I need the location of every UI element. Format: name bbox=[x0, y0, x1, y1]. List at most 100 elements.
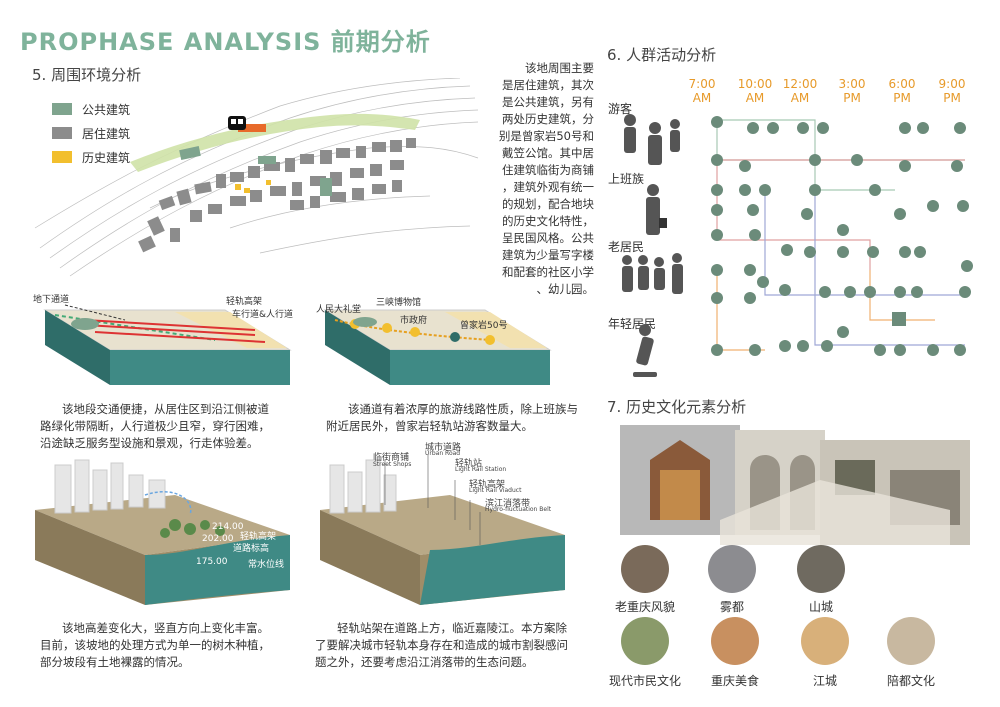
group-commuters: 上班族 bbox=[608, 172, 645, 186]
time-hour: 3:00 bbox=[838, 77, 866, 91]
time-ampm: AM bbox=[692, 91, 712, 105]
rail-station-cn: 轻轨站 bbox=[455, 459, 483, 469]
water-line-label: 常水位线 bbox=[248, 560, 285, 570]
circle-fog-city bbox=[708, 545, 756, 593]
rail-station-en: Light Rail Station bbox=[455, 466, 507, 473]
time-ampm: PM bbox=[843, 91, 861, 105]
diagram1-line: 该地段交通便捷，从居住区到沿江侧被道 bbox=[62, 402, 269, 416]
intro-line: 、幼儿园。 bbox=[536, 282, 595, 296]
tourist-route-diagram bbox=[323, 309, 552, 385]
section5-heading: 5. 周围环境分析 bbox=[32, 66, 142, 84]
circle-wartime-capital bbox=[887, 617, 935, 665]
street-shops-cn: 临街商铺 bbox=[373, 453, 410, 463]
hall-label: 人民大礼堂 bbox=[316, 305, 362, 315]
belt-en: Hydro-fluctuation Belt bbox=[485, 506, 552, 513]
belt-cn: 滨江消落带 bbox=[485, 499, 531, 509]
diagram1-text: 该地段交通便捷，从居住区到沿江侧被道 路绿化带隔断，人行道极少且窄，穿行困难， … bbox=[40, 401, 310, 452]
time-hour: 10:00 bbox=[737, 77, 773, 91]
intro-line: 两处历史建筑，分 bbox=[502, 112, 594, 126]
street-shops-en: Street Shops bbox=[373, 461, 412, 468]
section5-intro: 该地周围主要 是居住建筑，其次 是公共建筑，另有 两处历史建筑，分 别是曾家岩5… bbox=[484, 60, 594, 298]
intro-line: 的规划，配合地块 bbox=[502, 197, 594, 211]
caption-civic-culture: 现代市民文化 bbox=[608, 674, 681, 688]
govt-label: 市政府 bbox=[400, 316, 428, 326]
elevation-175: 175.00 bbox=[196, 557, 228, 567]
underpass-label: 地下通道 bbox=[33, 295, 70, 305]
activity-timeline bbox=[711, 116, 973, 356]
caption-river-city: 江城 bbox=[812, 674, 837, 688]
circle-food bbox=[711, 617, 759, 665]
time-ampm: PM bbox=[893, 91, 911, 105]
diagram2-line: 附近居民外，曾家岩轻轨站游客数量大。 bbox=[326, 419, 533, 433]
zengjiayan-label: 曾家岩50号 bbox=[460, 321, 508, 331]
intro-line: 该地周围主要 bbox=[525, 61, 594, 75]
road-elevation-label: 道路标高 bbox=[233, 544, 270, 554]
green-belt bbox=[130, 113, 420, 172]
public-swatch bbox=[52, 103, 72, 115]
rail-viaduct-label: 轻轨高架 bbox=[226, 297, 263, 307]
diagram4-line: 轻轨站架在道路上方，临近嘉陵江。本方案除 bbox=[337, 621, 567, 635]
legend-historic: 历史建筑 bbox=[52, 145, 130, 169]
section7-heading: 7. 历史文化元素分析 bbox=[607, 398, 747, 416]
activity-icons bbox=[711, 116, 973, 356]
circle-old-chongqing bbox=[621, 545, 669, 593]
rail-viaduct-cn: 轻轨高架 bbox=[469, 480, 506, 490]
museum-label: 三峡博物馆 bbox=[376, 298, 422, 308]
page-title: PROPHASE ANALYSIS 前期分析 bbox=[20, 28, 431, 56]
group-elderly: 老居民 bbox=[608, 240, 645, 254]
elevation-202: 202.00 bbox=[202, 534, 234, 544]
caption-old-chongqing: 老重庆风貌 bbox=[614, 600, 675, 614]
legend-historic-label: 历史建筑 bbox=[82, 150, 131, 165]
intro-line: ，建筑外观有统一 bbox=[502, 180, 594, 194]
elevation-diagram bbox=[35, 459, 290, 605]
light-rail-section-diagram bbox=[320, 455, 565, 605]
time-ampm: AM bbox=[790, 91, 810, 105]
circle-mountain-city bbox=[797, 545, 845, 593]
circle-river-city bbox=[801, 617, 849, 665]
time-hour: 9:00 bbox=[938, 77, 966, 91]
diagram4-line: 了要解决城市轻轨本身存在和造成的城市割裂感问 bbox=[315, 638, 568, 652]
legend-public-label: 公共建筑 bbox=[82, 102, 131, 117]
intro-line: 是居住建筑，其次 bbox=[502, 78, 594, 92]
diagram4-line: 题之外，还要考虑沿江消落带的生态问题。 bbox=[315, 655, 534, 669]
historic-swatch bbox=[52, 151, 72, 163]
intro-line: 别是曾家岩50号和 bbox=[498, 129, 594, 143]
rail-viaduct-en: Light Rail Viaduct bbox=[469, 487, 522, 494]
diagram3-line: 目前，该坡地的处理方式为单一的树木种植， bbox=[40, 638, 270, 652]
time-hour: 6:00 bbox=[888, 77, 916, 91]
time-ampm: AM bbox=[745, 91, 765, 105]
section6-heading: 6. 人群活动分析 bbox=[607, 46, 717, 64]
people-silhouettes bbox=[622, 114, 683, 377]
time-hour: 12:00 bbox=[782, 77, 818, 91]
site-plan-map bbox=[34, 78, 479, 277]
caption-mountain-city: 山城 bbox=[808, 600, 833, 614]
group-tourists: 游客 bbox=[608, 102, 633, 116]
diagram1-line: 路绿化带隔断，人行道极少且窄，穿行困难， bbox=[40, 419, 270, 433]
legend-public: 公共建筑 bbox=[52, 97, 130, 121]
diagram4-text: 轻轨站架在道路上方，临近嘉陵江。本方案除 了要解决城市轻轨本身存在和造成的城市割… bbox=[315, 620, 600, 671]
caption-fog-city: 雾都 bbox=[719, 600, 744, 614]
urban-road-en: Urban Road bbox=[425, 450, 461, 457]
legend-residential: 居住建筑 bbox=[52, 121, 130, 145]
urban-road-cn: 城市道路 bbox=[425, 443, 462, 453]
diagram1-line: 沿途缺乏服务型设施和景观，行走体验差。 bbox=[40, 436, 259, 450]
intro-line: 和配套的社区小学 bbox=[502, 265, 594, 279]
rail-elevation-label: 轻轨高架 bbox=[240, 532, 277, 542]
legend-residential-label: 居住建筑 bbox=[82, 126, 131, 141]
caption-wartime-capital: 陪都文化 bbox=[886, 674, 935, 688]
traffic-block-diagram bbox=[43, 304, 292, 385]
intro-line: 建筑为少量写字楼 bbox=[502, 248, 594, 262]
road-walk-label: 车行道&人行道 bbox=[232, 310, 294, 320]
elevation-214: 214.00 bbox=[212, 522, 244, 532]
cultural-collage bbox=[620, 425, 970, 545]
diagram3-line: 部分坡段有土地裸露的情况。 bbox=[40, 655, 190, 669]
time-ampm: PM bbox=[943, 91, 961, 105]
circle-civic-culture bbox=[621, 617, 669, 665]
intro-line: 呈民国风格。公共 bbox=[502, 231, 594, 245]
diagram3-line: 该地高差变化大，竖直方向上变化丰富。 bbox=[62, 621, 269, 635]
